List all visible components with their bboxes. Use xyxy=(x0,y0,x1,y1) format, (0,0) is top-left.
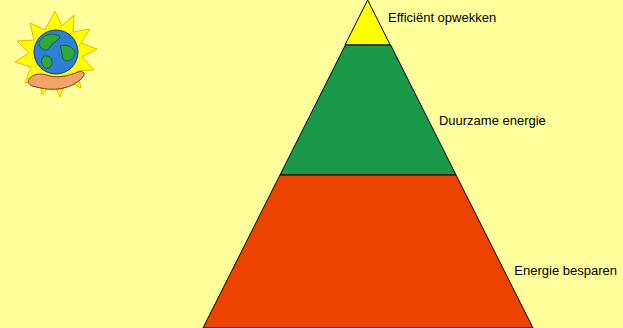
top-band: Efficiënt opwekken xyxy=(345,0,390,45)
band-fill xyxy=(345,0,390,45)
globe xyxy=(34,30,78,74)
band-label: Energie besparen xyxy=(514,263,617,279)
band-label: Duurzame energie xyxy=(439,113,546,129)
hand xyxy=(28,71,84,89)
band-fill xyxy=(280,45,456,175)
band-label: Efficiënt opwekken xyxy=(388,10,496,26)
band-shape xyxy=(345,0,390,45)
band-fill xyxy=(203,175,533,328)
middle-band: Duurzame energie xyxy=(280,45,456,175)
sun-rays xyxy=(15,11,97,97)
band-shape xyxy=(280,45,456,175)
globe-land xyxy=(39,34,75,68)
band-shape xyxy=(203,175,533,328)
base-band: Energie besparen xyxy=(203,175,533,328)
